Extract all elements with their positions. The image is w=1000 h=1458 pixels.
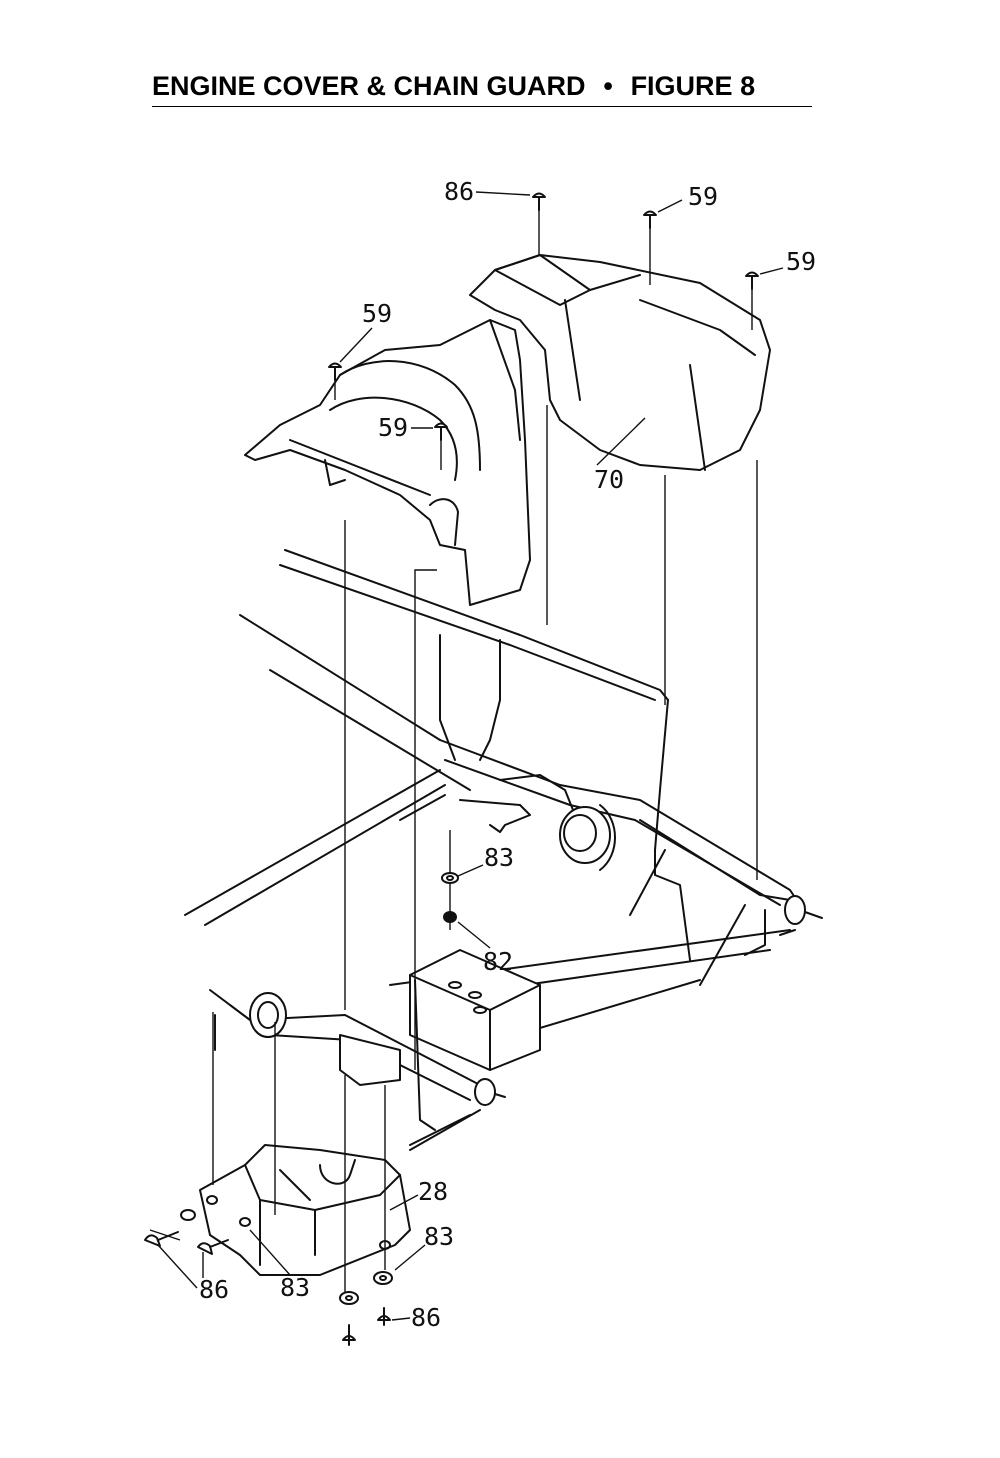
chain-guard-part-28 xyxy=(199,1144,411,1276)
tractor-frame xyxy=(184,549,823,1151)
fasteners xyxy=(144,192,759,1346)
callout-59-left: 59 xyxy=(362,299,392,328)
callout-86-left: 86 xyxy=(199,1275,229,1304)
page-title: ENGINE COVER & CHAIN GUARD • FIGURE 8 xyxy=(152,68,812,107)
leader-lines xyxy=(157,191,784,1321)
title-main: ENGINE COVER & CHAIN GUARD xyxy=(152,71,586,101)
callout-28: 28 xyxy=(418,1177,448,1206)
callout-83-mid: 83 xyxy=(484,843,514,872)
front-cover-shroud xyxy=(244,319,531,606)
callout-83-bottom: 83 xyxy=(280,1273,310,1302)
engine-cover-part-70 xyxy=(469,254,771,471)
callout-82: 82 xyxy=(483,947,513,976)
callout-labels: 86 59 59 59 59 70 83 82 28 83 86 83 86 xyxy=(199,177,816,1332)
title-separator: • xyxy=(603,71,613,101)
callout-70: 70 xyxy=(594,465,624,494)
callout-86-top: 86 xyxy=(444,177,474,206)
callout-59-mid: 59 xyxy=(378,413,408,442)
callout-59-top-right: 59 xyxy=(786,247,816,276)
callout-86-bottom: 86 xyxy=(411,1303,441,1332)
callout-59-top-center: 59 xyxy=(688,182,718,211)
callout-83-right: 83 xyxy=(424,1222,454,1251)
figure-number: FIGURE 8 xyxy=(630,71,756,101)
